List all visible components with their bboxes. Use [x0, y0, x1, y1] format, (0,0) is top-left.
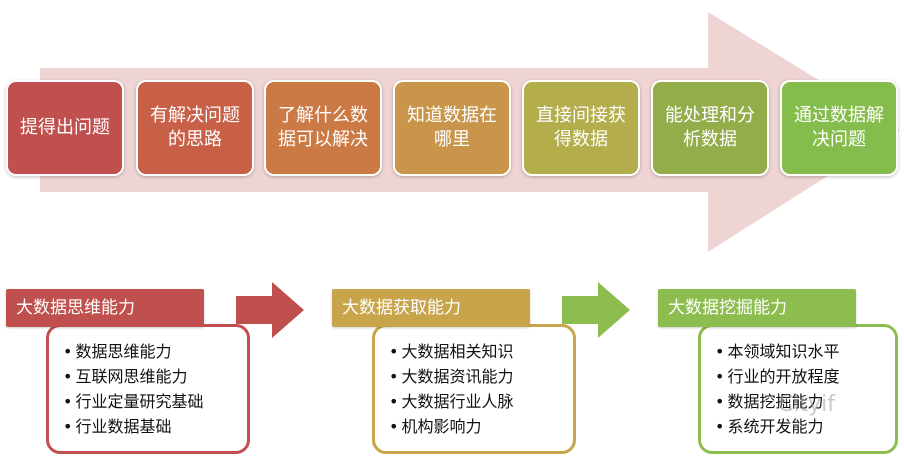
- process-step-3-label: 了解什么数据可以解决: [278, 105, 368, 150]
- list-item: 大数据资讯能力: [389, 364, 573, 389]
- process-step-3: 了解什么数据可以解决: [264, 80, 382, 176]
- list-item: 行业数据基础: [63, 414, 247, 439]
- connector-arrow-1: [236, 282, 304, 338]
- list-item: 本领域知识水平: [715, 339, 895, 364]
- capability-list-acquisition: 大数据相关知识 大数据资讯能力 大数据行业人脉 机构影响力: [375, 327, 573, 439]
- process-step-4-label: 知道数据在哪里: [407, 105, 497, 150]
- process-step-1: 提得出问题: [6, 80, 124, 176]
- capability-list-thinking: 数据思维能力 互联网思维能力 行业定量研究基础 行业数据基础: [49, 327, 247, 439]
- list-item: 机构影响力: [389, 414, 573, 439]
- capability-header-thinking: 大数据思维能力: [6, 289, 204, 327]
- process-step-7-label: 通过数据解决问题: [794, 105, 884, 150]
- list-item: 行业的开放程度: [715, 364, 895, 389]
- list-item: 大数据相关知识: [389, 339, 573, 364]
- watermark: Cityif: [778, 392, 835, 417]
- capability-header-mining: 大数据挖掘能力: [658, 289, 856, 327]
- list-item: 系统开发能力: [715, 414, 895, 439]
- process-step-5-label: 直接间接获得数据: [536, 105, 626, 150]
- capability-title-mining: 大数据挖掘能力: [668, 298, 787, 318]
- list-item: 行业定量研究基础: [63, 389, 247, 414]
- process-step-7: 通过数据解决问题: [780, 80, 898, 176]
- process-step-5: 直接间接获得数据: [522, 80, 640, 176]
- connector-arrow-2-shape: [562, 282, 630, 338]
- capability-list-mining: 本领域知识水平 行业的开放程度 数据挖掘能力 系统开发能力: [701, 327, 895, 439]
- list-item: 数据思维能力: [63, 339, 247, 364]
- capability-box-mining: 本领域知识水平 行业的开放程度 数据挖掘能力 系统开发能力: [698, 324, 898, 454]
- process-step-2-label: 有解决问题的思路: [150, 105, 240, 150]
- capability-header-acquisition: 大数据获取能力: [332, 289, 530, 327]
- capability-box-acquisition: 大数据相关知识 大数据资讯能力 大数据行业人脉 机构影响力: [372, 324, 576, 454]
- watermark-text: Cityif: [778, 392, 835, 417]
- capability-box-thinking: 数据思维能力 互联网思维能力 行业定量研究基础 行业数据基础: [46, 324, 250, 454]
- list-item: 大数据行业人脉: [389, 389, 573, 414]
- connector-arrow-1-shape: [236, 282, 304, 338]
- list-item: 数据挖掘能力: [715, 389, 895, 414]
- capability-title-acquisition: 大数据获取能力: [342, 298, 461, 318]
- list-item: 互联网思维能力: [63, 364, 247, 389]
- process-step-4: 知道数据在哪里: [393, 80, 511, 176]
- process-step-1-label: 提得出问题: [20, 117, 110, 138]
- capability-title-thinking: 大数据思维能力: [16, 298, 135, 318]
- process-step-6: 能处理和分析数据: [651, 80, 769, 176]
- process-step-2: 有解决问题的思路: [136, 80, 254, 176]
- connector-arrow-2: [562, 282, 630, 338]
- process-step-6-label: 能处理和分析数据: [665, 105, 755, 150]
